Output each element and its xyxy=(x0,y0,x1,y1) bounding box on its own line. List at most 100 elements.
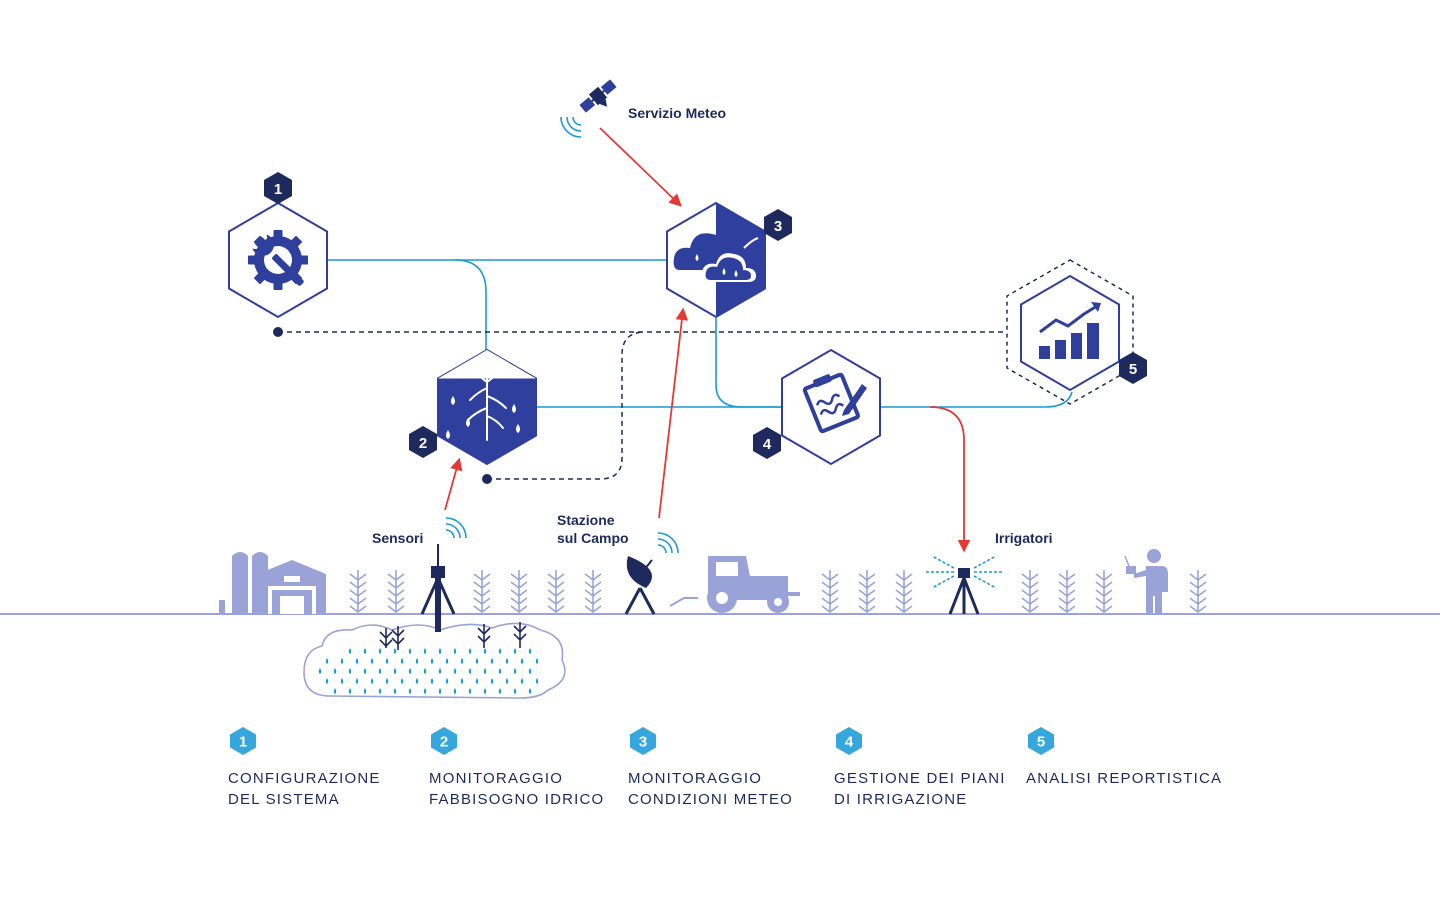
dashed-line-2-to-5 xyxy=(487,331,646,480)
crop-plant xyxy=(473,570,491,613)
legend-1-line2: DEL SISTEMA xyxy=(228,791,340,808)
soil-water-drop xyxy=(453,648,457,654)
module-5-reporting[interactable]: 5 xyxy=(1006,259,1147,405)
soil-water-drop xyxy=(370,678,374,684)
soil-water-drop xyxy=(400,658,404,664)
module-2-number: 2 xyxy=(419,435,427,452)
arrow-station-to-3 xyxy=(658,307,689,519)
legend-4-line2: DI IRRIGAZIONE xyxy=(834,791,968,808)
sprinklers-label: Irrigatori xyxy=(995,530,1053,546)
legend-5-line1: ANALISI REPORTISTICA xyxy=(1026,770,1223,787)
soil-root-water-icon xyxy=(467,367,507,441)
soil-water-drop xyxy=(340,658,344,664)
field-station-label-line2: sul Campo xyxy=(557,530,629,546)
soil-water-drop xyxy=(378,648,382,654)
legend-item-1: 1 CONFIGURAZIONE DEL SISTEMA xyxy=(228,726,428,810)
legend-badge-5: 5 xyxy=(1028,727,1054,755)
soil-water-drop xyxy=(483,668,487,674)
soil-water-drop xyxy=(460,658,464,664)
soil-water-drop xyxy=(408,668,412,674)
soil-water-drop xyxy=(325,678,329,684)
soil-water-drop xyxy=(505,658,509,664)
module-4-irrigation-plans[interactable]: 4 xyxy=(753,348,881,466)
crop-plants xyxy=(349,570,1207,613)
module-1-number: 1 xyxy=(274,181,282,198)
legend-3-line1: MONITORAGGIO xyxy=(628,770,763,787)
soil-water-drop xyxy=(535,658,539,664)
soil-water-drop xyxy=(453,668,457,674)
soil-moisture-area xyxy=(303,622,566,699)
soil-water-drop xyxy=(363,648,367,654)
soil-water-drop xyxy=(483,648,487,654)
soil-water-drop xyxy=(393,668,397,674)
legend-item-3: 3 MONITORAGGIO CONDIZIONI METEO xyxy=(628,726,828,810)
soil-water-drop xyxy=(363,668,367,674)
legend-3-line2: CONDIZIONI METEO xyxy=(628,791,794,808)
soil-water-drop xyxy=(468,688,472,694)
crop-plant xyxy=(1058,570,1076,613)
soil-water-drop xyxy=(528,648,532,654)
crop-plant xyxy=(349,570,367,613)
soil-water-drop xyxy=(333,668,337,674)
sensors-label: Sensori xyxy=(372,530,423,546)
soil-water-drop xyxy=(423,668,427,674)
soil-water-drop xyxy=(438,688,442,694)
connection-3-to-4 xyxy=(715,318,782,408)
crop-plant xyxy=(1189,570,1207,613)
arrow-4-to-sprinklers xyxy=(929,406,971,553)
module-1-configuration[interactable]: 1 xyxy=(228,172,328,319)
connection-junction-to-2 xyxy=(454,259,487,352)
arrow-sensors-to-2 xyxy=(444,457,463,511)
soil-water-drop xyxy=(445,678,449,684)
farm-buildings-icon xyxy=(219,552,326,614)
legend-2-line2: FABBISOGNO IDRICO xyxy=(429,791,605,808)
soil-water-drop xyxy=(423,688,427,694)
soil-water-drop xyxy=(468,648,472,654)
data-connections xyxy=(328,259,1073,408)
soil-water-drop xyxy=(415,678,419,684)
soil-water-drop xyxy=(483,688,487,694)
chart-report-icon xyxy=(1039,302,1101,359)
soil-water-drop xyxy=(453,688,457,694)
water-drops xyxy=(446,396,520,439)
crop-plant xyxy=(1095,570,1113,613)
crop-plant xyxy=(858,570,876,613)
soil-water-drop xyxy=(318,668,322,674)
legend-badge-3: 3 xyxy=(630,727,656,755)
soil-water-drop xyxy=(445,658,449,664)
module-4-number: 4 xyxy=(763,436,772,453)
soil-water-drop xyxy=(385,658,389,664)
soil-water-drop xyxy=(430,678,434,684)
soil-water-drop xyxy=(438,648,442,654)
soil-water-drop xyxy=(528,668,532,674)
legend-badge-4: 4 xyxy=(836,727,862,755)
soil-water-drop xyxy=(475,678,479,684)
soil-water-drop xyxy=(408,688,412,694)
connection-2-to-5 xyxy=(537,391,1073,408)
svg-text:3: 3 xyxy=(639,734,647,751)
module-5-number: 5 xyxy=(1129,361,1137,378)
soil-water-drop xyxy=(393,648,397,654)
soil-water-drop xyxy=(393,688,397,694)
module-2-water-requirement[interactable]: 2 xyxy=(409,348,537,466)
reporting-connections xyxy=(278,331,1005,480)
module-3-weather[interactable]: 3 xyxy=(666,201,792,319)
soil-water-drop xyxy=(378,688,382,694)
soil-water-drop xyxy=(498,688,502,694)
soil-water-drop xyxy=(385,678,389,684)
crop-plant xyxy=(821,570,839,613)
soil-water-drop xyxy=(355,658,359,664)
soil-water-drop xyxy=(475,658,479,664)
crop-plant xyxy=(547,570,565,613)
soil-water-drop xyxy=(513,648,517,654)
soil-water-drop xyxy=(513,668,517,674)
soil-water-drop xyxy=(415,658,419,664)
legend-4-line1: GESTIONE DEI PIANI xyxy=(834,770,1006,787)
soil-water-drop xyxy=(520,658,524,664)
legend-item-2: 2 MONITORAGGIO FABBISOGNO IDRICO xyxy=(429,726,629,810)
soil-water-drop xyxy=(378,668,382,674)
soil-water-drop xyxy=(490,678,494,684)
gear-wrench-icon xyxy=(248,230,308,290)
field-station-dish-icon xyxy=(624,532,679,615)
crop-plant xyxy=(1021,570,1039,613)
